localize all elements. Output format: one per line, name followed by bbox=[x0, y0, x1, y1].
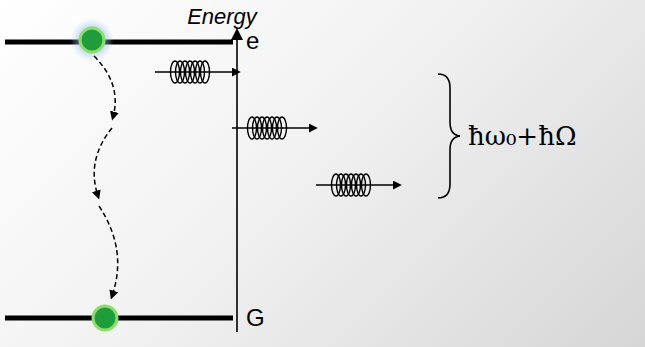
decay-arrow bbox=[94, 128, 112, 196]
energy-axis bbox=[236, 34, 238, 332]
ground-atom bbox=[93, 306, 117, 330]
atom-glow bbox=[70, 18, 114, 62]
energy-formula: ħω₀+ħΩ bbox=[468, 121, 576, 151]
decay-arrow bbox=[99, 206, 118, 296]
decay-arrow bbox=[94, 56, 115, 117]
level-label: G bbox=[246, 304, 265, 332]
photon bbox=[316, 174, 400, 196]
bracket bbox=[438, 74, 460, 198]
axis-label: Energy bbox=[187, 4, 257, 30]
excited-level bbox=[5, 40, 233, 45]
photon bbox=[155, 61, 239, 83]
photon bbox=[232, 117, 316, 139]
excited-atom bbox=[80, 28, 104, 52]
ground-level bbox=[5, 316, 233, 321]
level-label: e bbox=[246, 27, 259, 55]
